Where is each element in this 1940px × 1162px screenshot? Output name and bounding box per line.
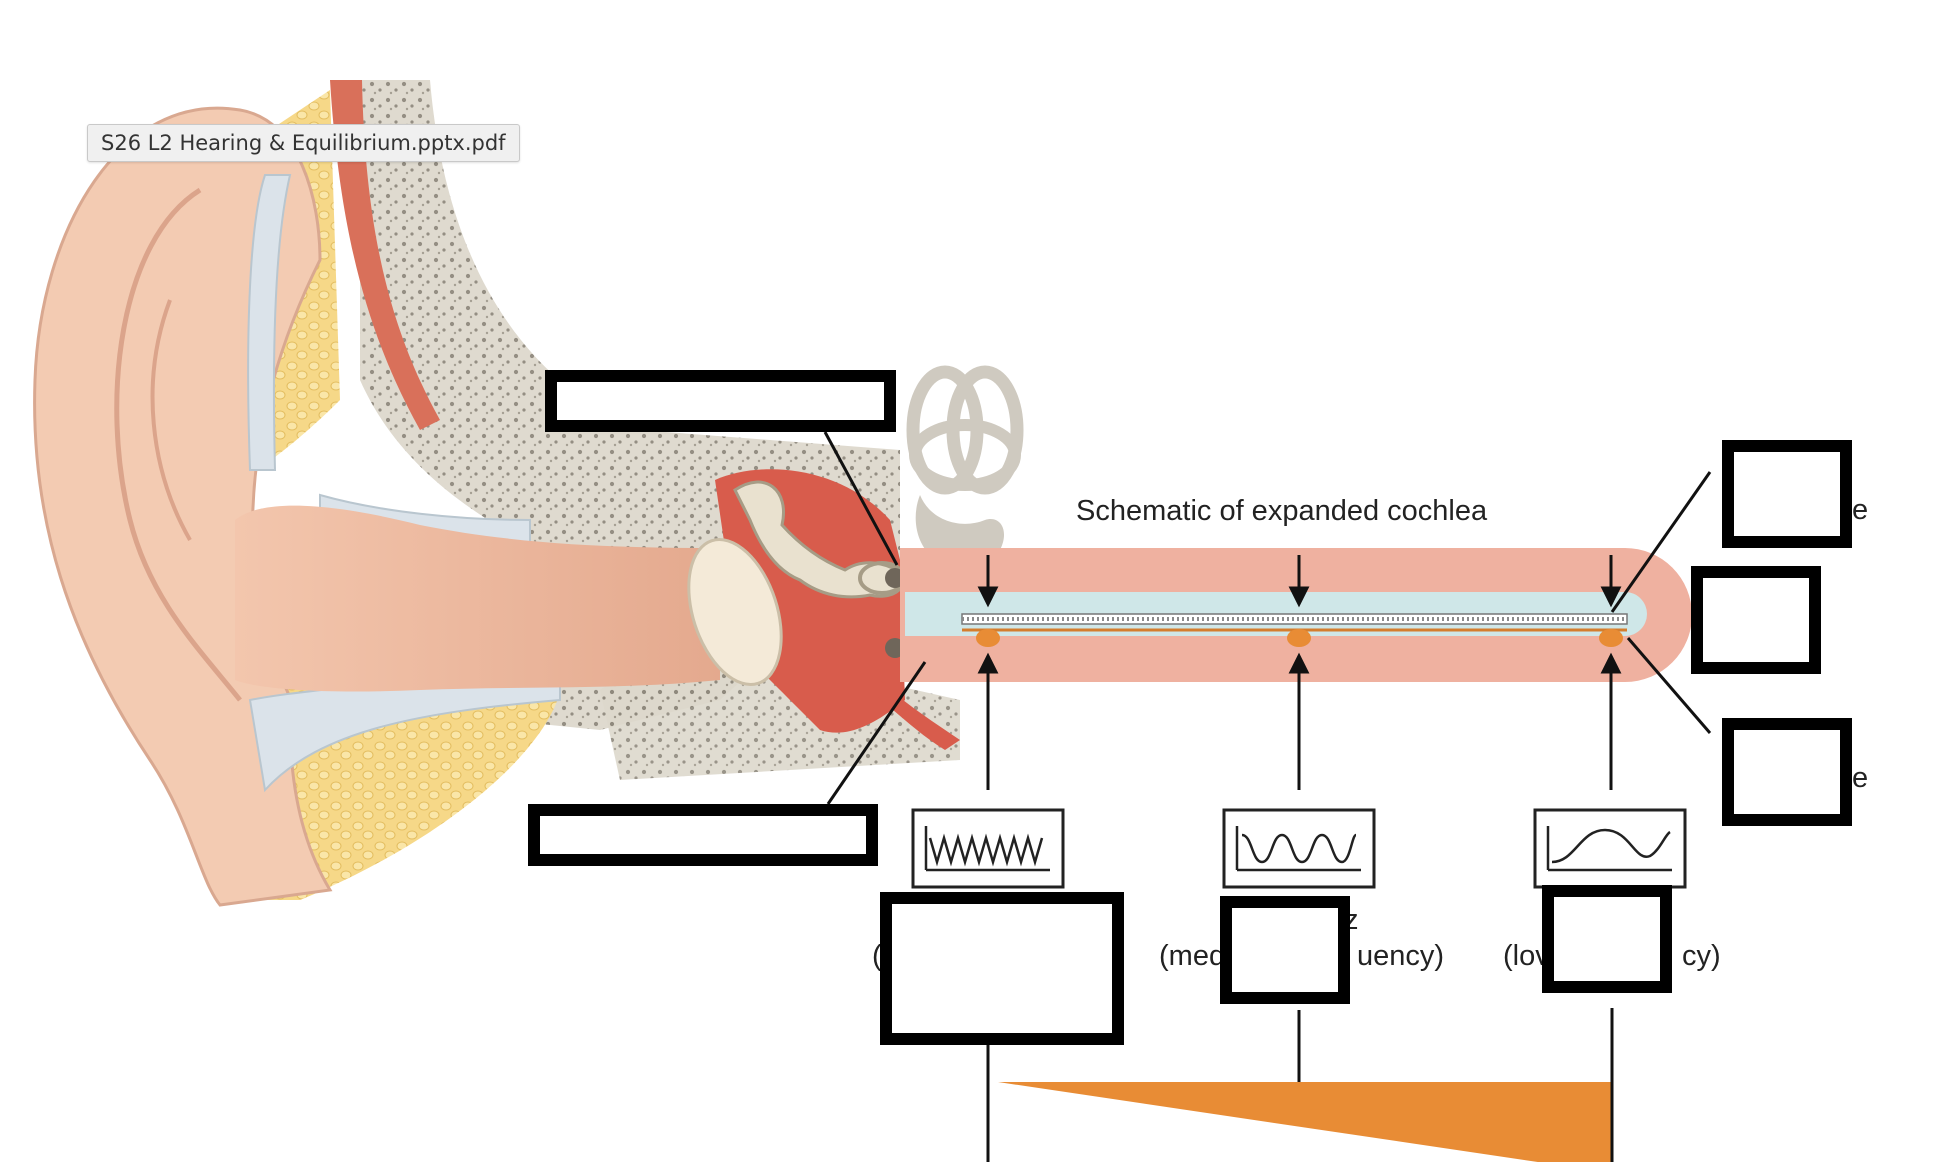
- pressure-arrows: [977, 555, 1622, 790]
- high-frequency-graph: [911, 808, 1065, 889]
- cochlea-caption: Schematic of expanded cochlea: [1076, 495, 1488, 527]
- gradient-wedge: [998, 1082, 1612, 1162]
- medium-frequency-graph: [1222, 808, 1376, 889]
- file-name-tab[interactable]: S26 L2 Hearing & Equilibrium.pptx.pdf: [87, 124, 520, 162]
- label-box-cochlea-end[interactable]: [1691, 566, 1821, 674]
- partial-label-membrane-bottom: e: [1852, 762, 1869, 794]
- partial-label-low-b: cy): [1682, 940, 1721, 972]
- ear-canal: [235, 505, 720, 692]
- label-box-membrane-bottom[interactable]: [1722, 718, 1852, 826]
- leader-lines: [823, 431, 1712, 805]
- partial-label-membrane-top: e: [1852, 494, 1869, 526]
- label-box-membrane-top[interactable]: [1722, 440, 1852, 548]
- cochlea-schematic: [900, 548, 1692, 682]
- label-box-round-window[interactable]: [528, 804, 878, 866]
- tympanic-membrane: [687, 537, 783, 687]
- label-box-high-frequency[interactable]: [880, 892, 1124, 1045]
- partial-label-low-a: (lov: [1503, 940, 1550, 972]
- semicircular-canals: [906, 365, 1024, 555]
- label-box-low-frequency[interactable]: [1542, 885, 1672, 993]
- partial-label-medium-a: (med: [1159, 940, 1226, 972]
- label-box-oval-window[interactable]: [545, 370, 896, 432]
- frequency-graphs: [911, 808, 1687, 889]
- low-frequency-graph: [1533, 808, 1687, 889]
- label-box-medium-frequency[interactable]: [1220, 896, 1350, 1004]
- frequency-gradient: [986, 1008, 1614, 1162]
- cartilage: [247, 174, 292, 471]
- partial-label-medium-b: uency): [1357, 940, 1445, 972]
- partial-label-high: (: [872, 940, 882, 972]
- muscle-band: [330, 80, 440, 430]
